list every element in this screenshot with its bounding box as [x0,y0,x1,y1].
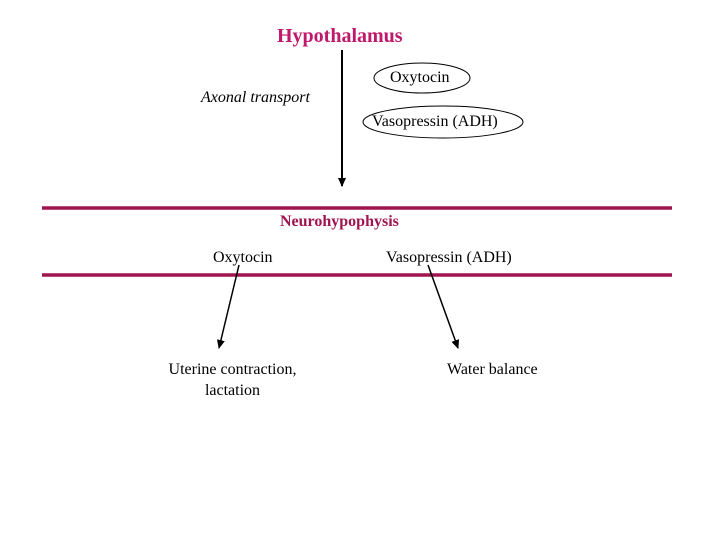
uterine-effect-line1: Uterine contraction, [168,361,297,378]
neurohypophysis-title: Neurohypophysis [280,213,399,230]
vasopressin-effect-arrow [427,264,460,349]
uterine-effect-label: Uterine contraction, lactation [150,361,315,400]
oxytocin-effect-arrow [216,264,240,349]
top-vasopressin-label: Vasopressin (ADH) [372,113,498,130]
mid-vasopressin-label: Vasopressin (ADH) [386,249,512,266]
vasopressin-ellipse [362,105,524,139]
hypothalamus-title: Hypothalamus [277,25,403,47]
mid-oxytocin-label: Oxytocin [213,249,273,266]
uterine-effect-line2: lactation [204,382,261,399]
water-balance-label: Water balance [447,361,538,378]
oxytocin-ellipse [373,62,471,94]
top-oxytocin-label: Oxytocin [390,69,450,86]
axonal-transport-label: Axonal transport [201,89,310,106]
